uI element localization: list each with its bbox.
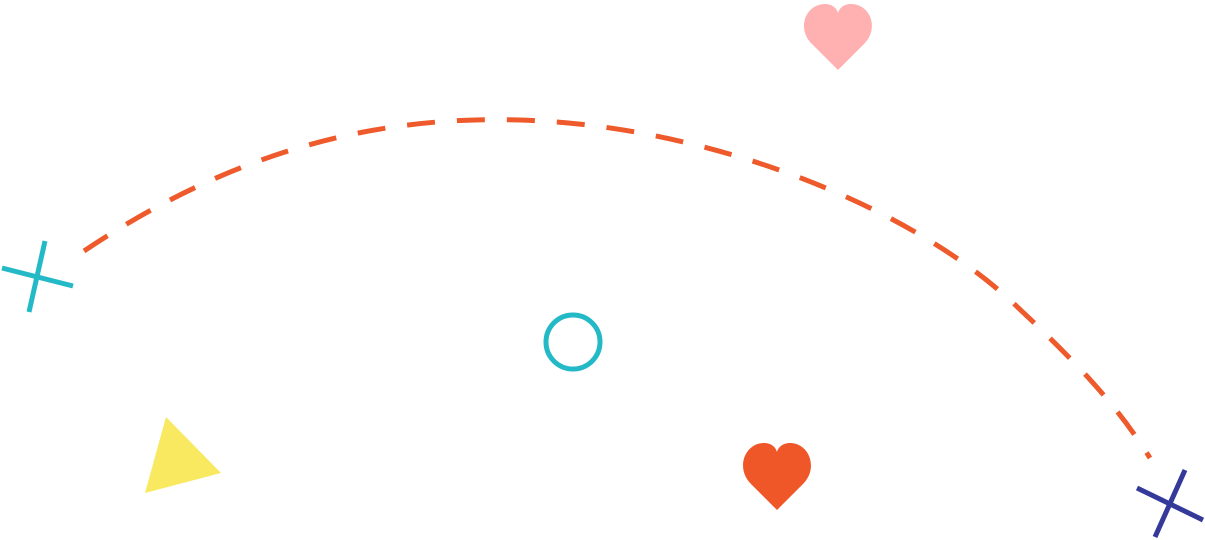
cross-left-stroke-b: [1, 265, 74, 289]
cross-right-stroke-b: [1135, 485, 1205, 523]
dashed-arc: [82, 117, 1153, 460]
heart-bottom-icon: [743, 443, 811, 510]
heart-top-icon: [804, 4, 872, 70]
cross-right-icon: [1135, 468, 1205, 539]
cross-left-icon: [1, 240, 74, 313]
ring-icon: [543, 312, 603, 372]
triangle-icon: [145, 417, 221, 493]
